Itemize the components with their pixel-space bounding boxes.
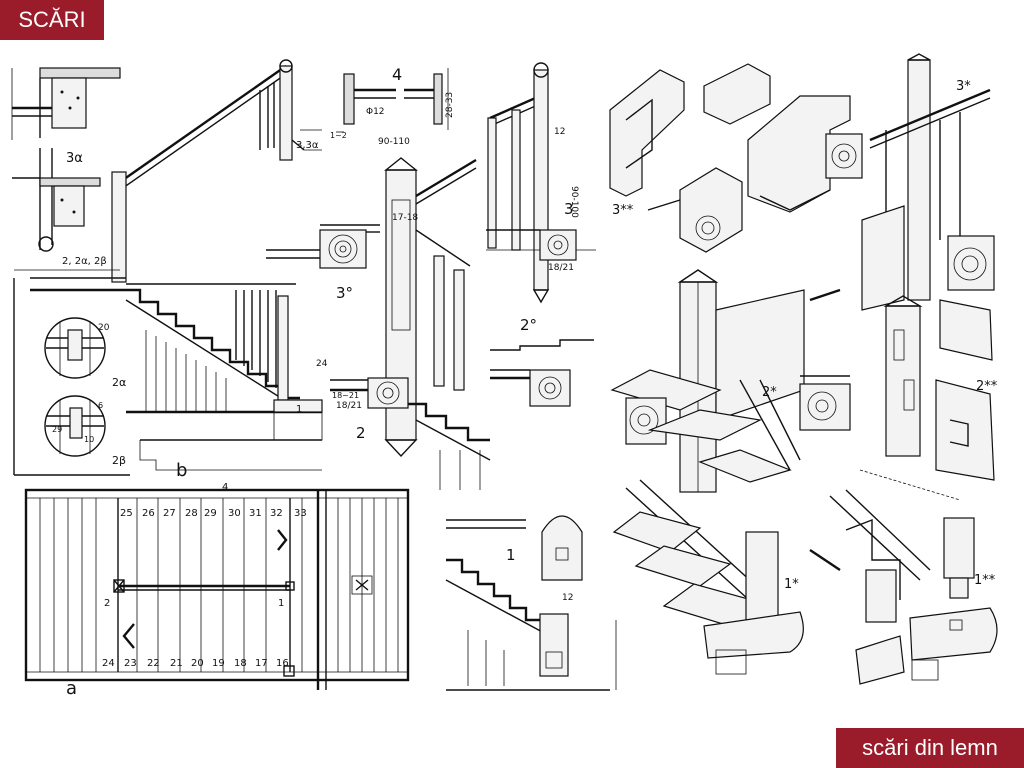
slide-title: SCĂRI <box>0 0 104 40</box>
step-24: 24 <box>102 658 115 669</box>
step-21: 21 <box>170 658 183 669</box>
plan-label-2: 2 <box>104 598 110 609</box>
step-28: 28 <box>185 508 198 519</box>
label-1-top: 1 <box>296 404 302 415</box>
step-26: 26 <box>142 508 155 519</box>
label-3: 3 <box>564 200 574 218</box>
label-2-double-star: 2** <box>976 379 998 394</box>
dim-18-21b: 18/21 <box>548 263 574 273</box>
label-3-star: 3* <box>956 79 971 94</box>
dim-6: 6 <box>98 401 103 410</box>
label-1-star: 1* <box>784 577 799 592</box>
step-30: 30 <box>228 508 241 519</box>
label-2-star: 2* <box>762 385 777 400</box>
label-1: 1 <box>506 546 516 564</box>
detail-2-double-star: 2** <box>799 295 998 501</box>
detail-4: 4 90-110 Φ12 28-33 1~2 <box>330 65 455 147</box>
detail-2-beta: 2β 29 10 6 <box>44 395 126 467</box>
label-3-double-star: 3** <box>612 203 634 218</box>
detail-3-alpha-top <box>11 67 121 140</box>
detail-1-star: 1* <box>612 479 804 690</box>
dim-4: 4 <box>222 482 228 493</box>
step-29: 29 <box>204 508 217 519</box>
detail-2-star: 2* <box>610 269 841 493</box>
dim-90-110: 90-110 <box>378 137 410 147</box>
dim-1-2: 1~2 <box>330 131 347 140</box>
detail-3-star: 3* <box>747 53 995 311</box>
label-a: a <box>66 678 77 699</box>
dim-phi12: Φ12 <box>366 107 385 117</box>
step-32: 32 <box>270 508 283 519</box>
step-19: 19 <box>212 658 225 669</box>
detail-1: 1 12 <box>445 515 610 691</box>
dim-29: 29 <box>52 425 62 434</box>
label-1-double-star: 1** <box>974 573 996 588</box>
label-3-alpha: 3α <box>66 151 83 166</box>
step-16: 16 <box>276 658 289 669</box>
detail-3-degree: 3° <box>266 224 380 302</box>
step-22: 22 <box>147 658 160 669</box>
detail-3: 3 12 90-100 18/21 <box>486 62 596 304</box>
dim-18-21: 18/21 <box>336 401 362 411</box>
stair-plan-a: 25 26 27 28 29 30 31 32 33 24 23 22 21 2… <box>24 482 410 699</box>
label-b: b <box>176 460 187 481</box>
dim-24: 24 <box>316 359 328 369</box>
label-4: 4 <box>392 65 402 84</box>
detail-3-double-star: 3** <box>609 63 771 253</box>
dim-20: 20 <box>98 323 110 333</box>
label-2: 2 <box>356 424 366 442</box>
dim-17-18: 17-18 <box>392 213 418 223</box>
step-31: 31 <box>249 508 262 519</box>
label-2-degree: 2° <box>520 316 537 334</box>
dim-28-33: 28-33 <box>445 92 455 118</box>
label-3-degree: 3° <box>336 284 353 302</box>
dim-18-21c: 18~21 <box>332 391 359 400</box>
stair-elevation-b: 3,3α b 1 <box>13 59 323 481</box>
step-27: 27 <box>163 508 176 519</box>
step-25: 25 <box>120 508 133 519</box>
step-33: 33 <box>294 508 307 519</box>
label-2-alpha: 2α <box>112 376 126 389</box>
step-17: 17 <box>255 658 268 669</box>
dim-12: 12 <box>554 127 565 137</box>
dim-10: 10 <box>84 435 94 444</box>
dim-12b: 12 <box>562 593 573 603</box>
dim-90-100: 90-100 <box>569 186 579 218</box>
label-2-beta: 2β <box>112 454 126 467</box>
detail-1-double-star: 1** <box>809 489 998 685</box>
label-2-2a-2b: 2, 2α, 2β <box>62 256 107 267</box>
step-20: 20 <box>191 658 204 669</box>
detail-2-degree: 2° <box>490 316 594 407</box>
plan-label-1: 1 <box>278 598 284 609</box>
step-18: 18 <box>234 658 247 669</box>
step-23: 23 <box>124 658 137 669</box>
detail-2-post: 17-18 18/21 18~21 24 2 <box>316 157 491 490</box>
label-3-3alpha: 3,3α <box>296 140 319 151</box>
slide-footer-caption: scări din lemn <box>836 728 1024 768</box>
detail-2-alpha: 2α 20 <box>44 317 126 389</box>
detail-3-alpha: 3α 2, 2α, 2β <box>12 148 107 267</box>
